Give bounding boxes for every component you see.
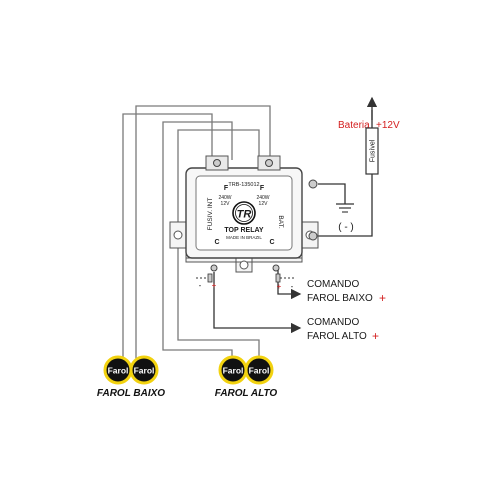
lamp-label: Farol [249,366,270,376]
command-low-sign: + [379,291,386,305]
lamp-high-2: Farol [244,355,274,385]
terminal-label-bottom-left: C [214,239,219,246]
terminal-screw-battery [308,231,318,241]
lamp-label: Farol [108,366,129,376]
relay-model: TRB-135012 [228,182,259,188]
terminal-screw-br [272,264,280,272]
connector-command-right: + - [275,273,294,291]
logo-letters: TR [237,209,252,221]
command-high-line2: FAROL ALTO [307,331,367,342]
terminal-label-bottom-right: C [269,239,274,246]
relay-brand: TOP RELAY [224,227,263,234]
pin-right-plus: + [277,282,282,291]
pin-left-minus: - [199,281,202,290]
terminal-screw-tr [265,159,273,167]
terminal-label-top-left: F [224,185,229,192]
wire-ground [318,183,346,204]
pin-left-plus: + [212,281,217,290]
battery-label: Bateria [338,120,370,131]
relay-spec-left-volts: 12V [221,201,231,207]
terminal-screw-bl [210,264,218,272]
terminal-screw-ground [308,179,318,189]
lamp-low-1: Farol [103,355,133,385]
mount-hole-left [173,230,183,240]
lamp-group-high-label: FAROL ALTO [215,388,278,399]
wire-low-beam-inner [162,121,233,362]
command-low-line1: COMANDO [307,279,359,290]
fuse-label: Fusível [370,139,377,162]
lamp-label: Farol [223,366,244,376]
lamp-high-1: Farol [218,355,248,385]
relay-label-fusiv: FUSIV. INT [207,198,214,231]
ground-label: ( - ) [338,222,354,233]
relay-spec-left-watts: 240W [218,195,231,201]
lamp-low-2: Farol [129,355,159,385]
fuse-body [365,127,379,175]
relay-made-in: MADE IN BRAZIL [226,235,262,240]
ground-symbol [336,203,354,213]
wire-high-beam-outer [135,105,271,362]
command-high-sign: + [372,329,379,343]
relay-spec-right-watts: 240W [256,195,269,201]
lamp-label: Farol [134,366,155,376]
pin-right-minus: - [291,282,294,291]
terminal-label-top-right: F [260,185,265,192]
battery-voltage: +12V [376,120,400,131]
connector-command-left: - + [196,273,217,290]
terminal-screw-tl [213,159,221,167]
lamp-group-low-label: FAROL BAIXO [97,388,165,399]
mount-hole-bottom [239,260,249,270]
relay-label-bat: BAT. [277,215,284,228]
command-low-line2: FAROL BAIXO [307,293,373,304]
top-relay-logo: TR [232,201,256,225]
relay-spec-right-volts: 12V [259,201,269,207]
command-high-line1: COMANDO [307,317,359,328]
relay-unit: TRB-135012 F F C C 240W 12V 240W 12V FUS… [169,155,319,273]
wire-command-high [213,272,302,334]
wire-low-beam-outer [122,113,213,362]
